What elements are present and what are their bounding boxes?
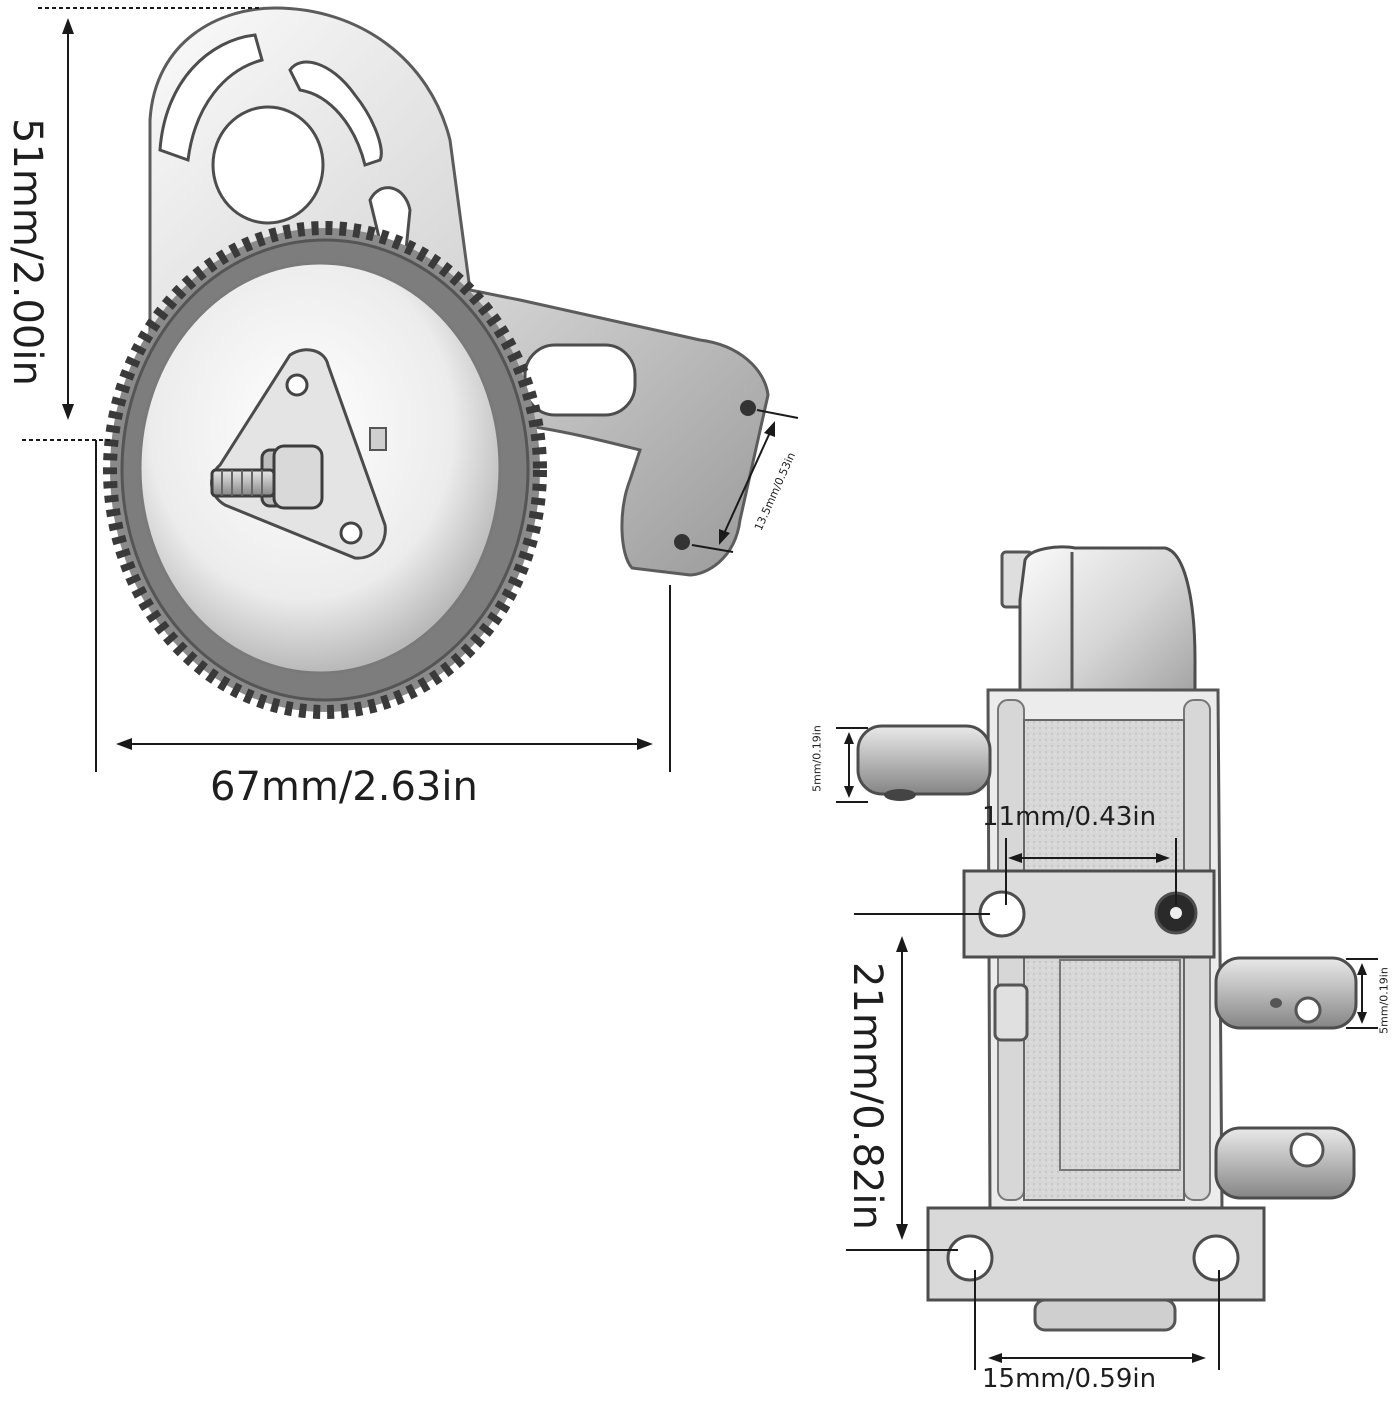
- left-shaft-diameter-label: 5mm/0.19in: [810, 725, 824, 792]
- gearbox-top-housing: [1018, 545, 1197, 722]
- lower-plate-hole-right: [1192, 1234, 1240, 1282]
- dimension-lines-right: [836, 727, 1378, 1370]
- output-shaft-right-upper: [1214, 956, 1358, 1030]
- right-shaft-diameter-label: 5mm/0.19in: [1377, 967, 1391, 1034]
- dimension-lines-left: [22, 7, 799, 772]
- bracket-slot-right: [288, 60, 383, 167]
- plate-height-dimension-label: 21mm/0.82in: [844, 962, 890, 1230]
- bracket-slot-left: [158, 33, 264, 163]
- top-hole-spacing-label: 11mm/0.43in: [982, 802, 1157, 832]
- width-dimension-label: 67mm/2.63in: [210, 764, 478, 810]
- gear-bracket-assembly: [103, 6, 770, 719]
- mount-hole-upper: [740, 400, 756, 416]
- hub-nut-icon: [210, 444, 324, 510]
- bracket-hole-center: [211, 105, 325, 225]
- mount-hole-lower: [674, 534, 690, 550]
- gearbox-assembly: [856, 545, 1358, 1332]
- bottom-hole-spacing-label: 15mm/0.59in: [982, 1364, 1157, 1394]
- lower-plate-hole-left: [946, 1234, 994, 1282]
- height-dimension-label: 51mm/2.00in: [4, 118, 50, 386]
- spur-gear: [103, 221, 547, 719]
- output-shaft-right-lower: [1214, 1126, 1356, 1200]
- input-shaft-left: [856, 724, 992, 801]
- bracket-arm-slot: [523, 343, 637, 417]
